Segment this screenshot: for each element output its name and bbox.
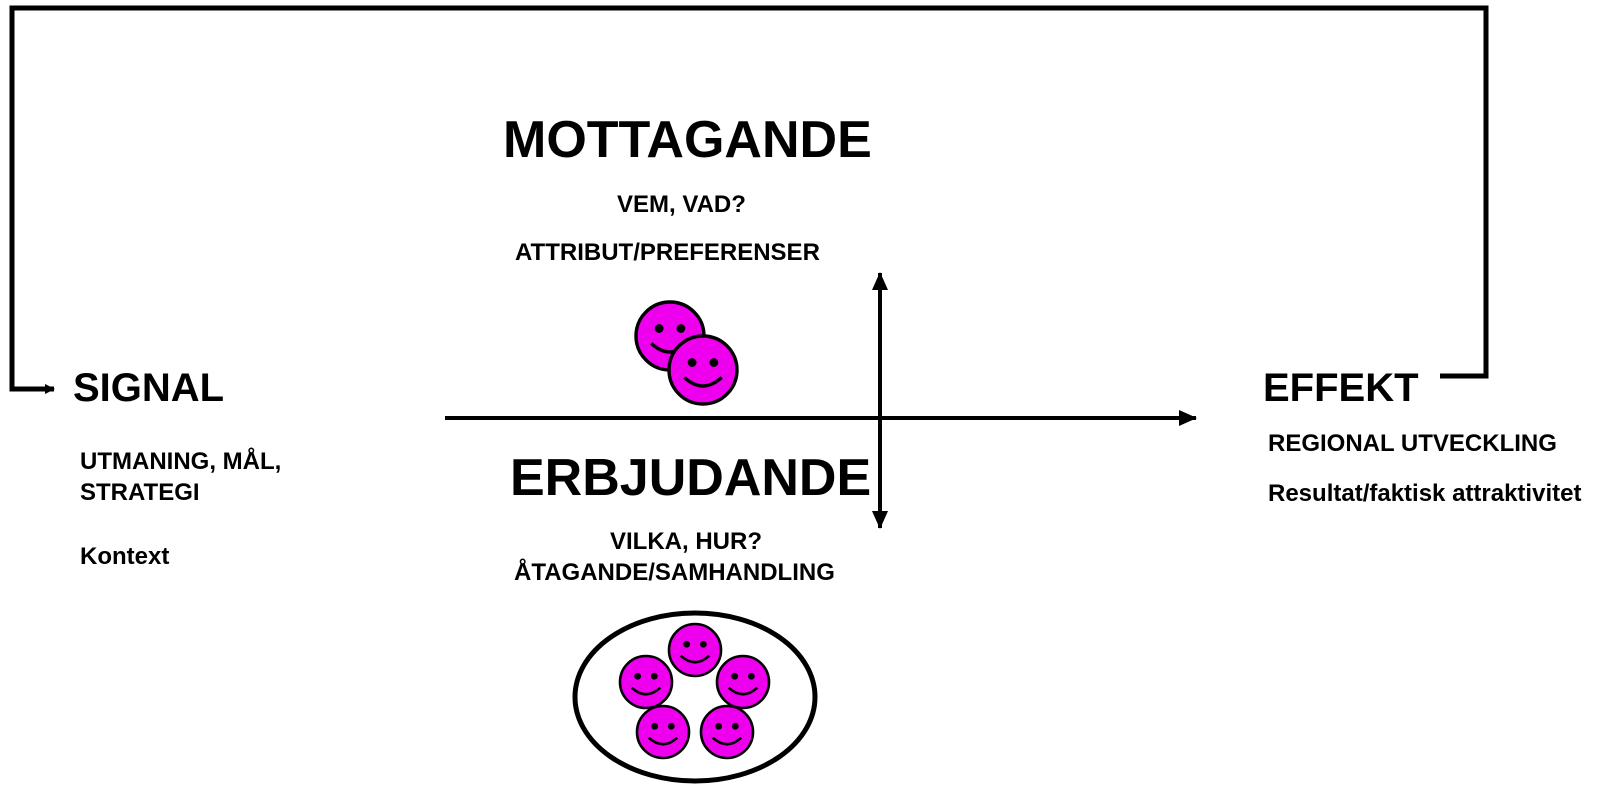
erbjudande-detail: ÅTAGANDE/SAMHANDLING	[514, 559, 835, 586]
signal-subtitle-line2: STRATEGI	[80, 479, 200, 506]
smiley-face-icon	[701, 706, 753, 758]
smiley-face-icon	[717, 656, 769, 708]
smiley-face-icon	[637, 706, 689, 758]
effekt-title: EFFEKT	[1263, 366, 1419, 410]
mottagande-title: MOTTAGANDE	[503, 111, 872, 169]
signal-title: SIGNAL	[73, 366, 225, 410]
group-ellipse	[572, 610, 818, 784]
mottagande-question: VEM, VAD?	[617, 191, 746, 218]
mottagande-detail: ATTRIBUT/PREFERENSER	[515, 239, 820, 266]
signal-context: Kontext	[80, 543, 170, 570]
smiley-face-icon	[620, 656, 672, 708]
erbjudande-title: ERBJUDANDE	[510, 449, 872, 507]
smiley-face-icon	[669, 624, 721, 676]
smiley-face-icon	[669, 336, 737, 404]
signal-subtitle-line1: UTMANING, MÅL,	[80, 448, 282, 475]
feedback-loop-line	[9, 5, 1489, 394]
erbjudande-question: VILKA, HUR?	[610, 528, 762, 555]
effekt-detail-2: Resultat/faktisk attraktivitet	[1268, 480, 1582, 507]
effekt-detail-1: REGIONAL UTVECKLING	[1268, 430, 1557, 457]
